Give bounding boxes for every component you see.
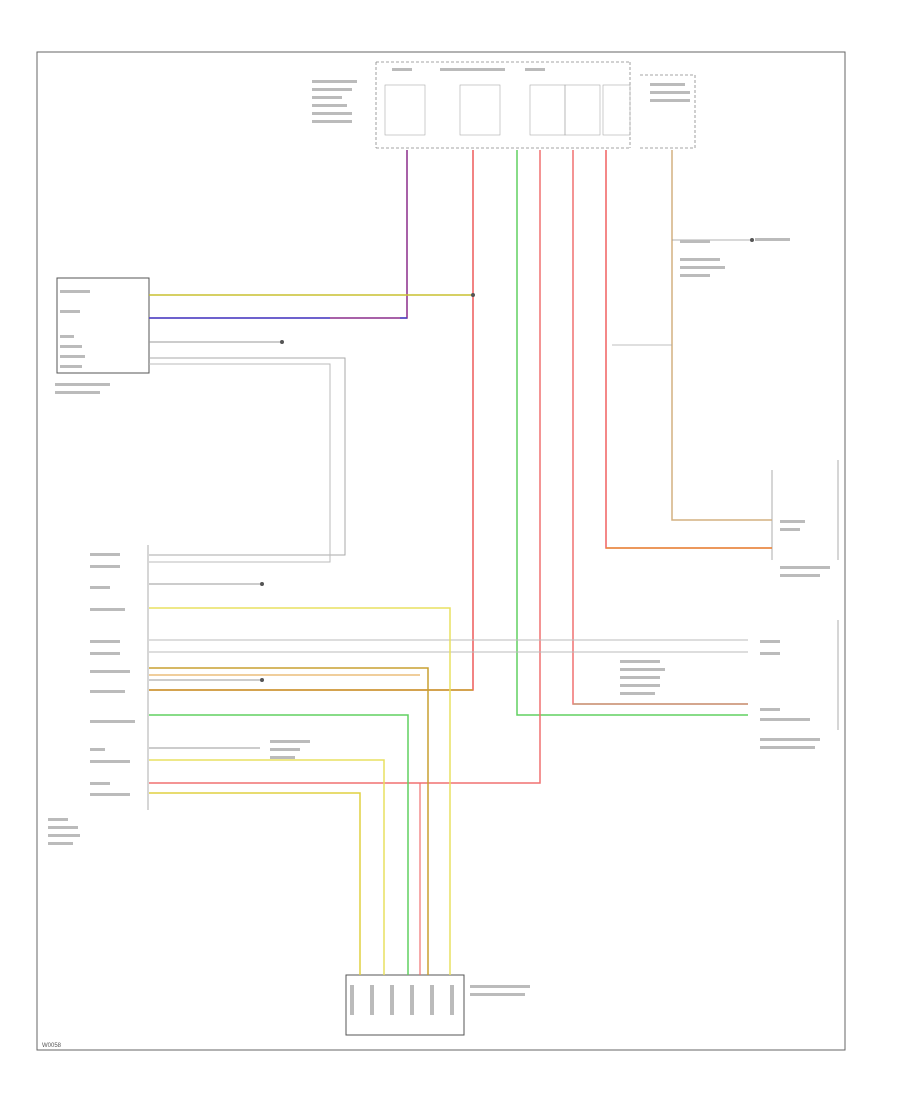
wire-gray-2: [149, 363, 331, 563]
splice-dot: [471, 293, 475, 297]
splice-dot: [260, 582, 264, 586]
steering-column-module-box: [56, 277, 150, 374]
splice-dot: [750, 238, 754, 242]
wire-red-3: [572, 150, 748, 705]
wire-yellow-3: [149, 792, 361, 975]
wire-gray-1: [149, 357, 346, 556]
wire-red-2: [149, 150, 541, 784]
illegible-labels: [48, 68, 830, 1015]
wire-green-1: [516, 150, 748, 716]
right-module-bracket-top: [771, 460, 839, 560]
wire-red-1: [149, 150, 474, 691]
diagram-id: W0058: [42, 1043, 62, 1049]
splice-dot: [280, 340, 284, 344]
wire-olive-2: [149, 667, 429, 975]
wire-yellow-1: [149, 607, 451, 975]
body-control-module-box: [640, 74, 696, 149]
wire-pink: [605, 150, 772, 549]
wire-yellow-2: [149, 759, 385, 975]
bottom-connector-box: [345, 974, 465, 1036]
wire-green-2: [149, 714, 409, 975]
wire-violet: [149, 150, 408, 319]
diagram-frame: [36, 51, 846, 1051]
splice-dot: [260, 678, 264, 682]
wire-tan-2: [671, 150, 772, 521]
power-distribution-center: [375, 61, 631, 149]
